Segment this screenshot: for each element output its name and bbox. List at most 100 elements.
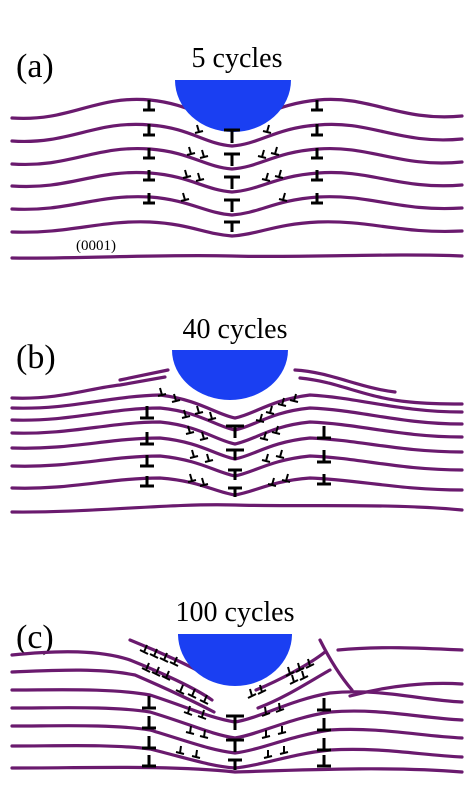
edge-dislocation-icon	[279, 746, 289, 755]
plane-label-0001: (0001)	[76, 238, 116, 254]
edge-dislocation-icon	[262, 124, 272, 134]
edge-dislocation-icon	[317, 718, 331, 732]
edge-dislocation-icon	[197, 709, 207, 720]
edge-dislocation-icon	[311, 148, 323, 160]
edge-dislocation-icon	[185, 425, 195, 435]
panel-a: (a) 5 cycles (0001)	[10, 43, 464, 260]
edge-dislocation-icon	[199, 729, 209, 739]
edge-dislocation-icon	[255, 413, 265, 423]
edge-dislocation-icon	[270, 146, 280, 156]
edge-dislocation-icon	[181, 409, 191, 419]
basal-planes-b	[10, 368, 464, 514]
edge-dislocation-icon	[224, 220, 240, 232]
edge-dislocation-icon	[317, 738, 331, 752]
edge-dislocation-icon	[226, 448, 244, 460]
edge-dislocation-icon	[289, 674, 299, 685]
edge-dislocation-icon	[142, 696, 156, 710]
panel-c: (c) 100 cycles	[10, 597, 464, 774]
edge-dislocation-icon	[263, 750, 273, 759]
panel-a-title: 5 cycles	[192, 43, 283, 74]
edge-dislocation-icon	[182, 169, 192, 179]
edge-dislocation-icon	[191, 749, 201, 759]
edge-dislocation-icon	[226, 714, 244, 730]
edge-dislocation-icon	[140, 432, 154, 446]
edge-dislocation-icon	[186, 146, 196, 156]
edge-dislocation-icon	[317, 698, 331, 712]
edge-dislocation-icon	[140, 406, 154, 420]
basal-planes-a	[10, 97, 464, 260]
edge-dislocation-icon	[183, 705, 193, 716]
edge-dislocation-icon	[195, 172, 205, 182]
edge-dislocation-icon	[285, 666, 295, 677]
edge-dislocation-icon	[149, 648, 159, 659]
edge-dislocation-icon	[169, 656, 179, 667]
dislocations-b	[140, 387, 331, 497]
edge-dislocation-icon	[311, 124, 323, 137]
edge-dislocation-icon	[277, 726, 287, 735]
panel-b-label: (b)	[16, 339, 56, 376]
edge-dislocation-icon	[224, 152, 240, 166]
dislocations-c	[139, 644, 331, 770]
edge-dislocation-icon	[204, 453, 214, 463]
edge-dislocation-icon	[199, 431, 209, 441]
edge-dislocation-icon	[228, 468, 242, 480]
edge-dislocation-icon	[274, 169, 284, 179]
edge-dislocation-icon	[295, 662, 305, 673]
edge-dislocation-icon	[189, 449, 199, 459]
edge-dislocation-icon	[261, 706, 271, 717]
panel-c-label: (c)	[16, 619, 54, 656]
edge-dislocation-icon	[194, 124, 204, 134]
edge-dislocation-icon	[226, 738, 244, 752]
edge-dislocation-icon	[289, 393, 299, 403]
edge-dislocation-icon	[275, 449, 285, 459]
edge-dislocation-icon	[199, 149, 209, 159]
edge-dislocation-icon	[299, 670, 309, 681]
edge-dislocation-icon	[261, 730, 271, 739]
edge-dislocation-icon	[187, 688, 197, 699]
edge-dislocation-icon	[311, 170, 323, 182]
edge-dislocation-icon	[207, 411, 217, 421]
edge-dislocation-icon	[305, 658, 315, 669]
indenter-c-icon	[178, 634, 292, 686]
edge-dislocation-icon	[228, 758, 242, 770]
edge-dislocation-icon	[317, 450, 331, 464]
edge-dislocation-icon	[265, 405, 275, 415]
edge-dislocation-icon	[261, 453, 271, 463]
edge-dislocation-icon	[228, 486, 242, 497]
edge-dislocation-icon	[278, 192, 288, 202]
edge-dislocation-icon	[140, 476, 154, 488]
edge-dislocation-icon	[224, 175, 240, 189]
edge-dislocation-icon	[194, 405, 204, 415]
edge-dislocation-icon	[317, 755, 331, 768]
edge-dislocation-icon	[281, 473, 291, 483]
edge-dislocation-icon	[175, 745, 185, 755]
edge-dislocation-icon	[317, 426, 331, 440]
edge-dislocation-icon	[247, 688, 257, 699]
edge-dislocation-icon	[157, 387, 167, 397]
edge-dislocation-icon	[175, 684, 185, 695]
panel-a-label: (a)	[16, 48, 54, 85]
edge-dislocation-icon	[317, 474, 331, 486]
edge-dislocation-icon	[151, 666, 161, 677]
indenter-b-icon	[172, 350, 288, 400]
edge-dislocation-icon	[140, 455, 154, 468]
edge-dislocation-icon	[311, 100, 323, 112]
edge-dislocation-icon	[261, 172, 271, 182]
edge-dislocation-icon	[141, 662, 151, 673]
edge-dislocation-icon	[267, 477, 277, 487]
edge-dislocation-icon	[311, 193, 323, 205]
edge-dislocation-icon	[159, 652, 169, 663]
edge-dislocation-icon	[143, 124, 155, 137]
edge-dislocation-icon	[142, 716, 156, 730]
edge-dislocation-icon	[142, 736, 156, 750]
edge-dislocation-icon	[226, 424, 244, 438]
edge-dislocation-icon	[277, 397, 287, 407]
edge-dislocation-icon	[224, 198, 240, 212]
edge-dislocation-icon	[161, 670, 171, 681]
edge-dislocation-icon	[143, 170, 155, 182]
edge-dislocation-icon	[271, 425, 281, 435]
edge-dislocation-icon	[257, 149, 267, 159]
edge-dislocation-icon	[139, 644, 149, 655]
edge-dislocation-icon	[171, 393, 181, 403]
dislocations-a	[143, 100, 323, 232]
